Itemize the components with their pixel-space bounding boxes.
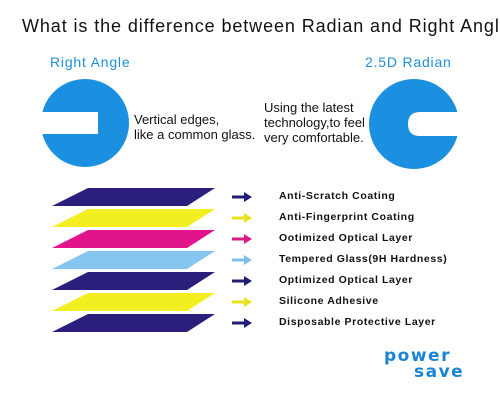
radian-desc-line: Using the latest	[264, 100, 354, 115]
radian-desc: Using the latest technology,to feel very…	[264, 100, 365, 145]
layer-label: Ootimized Optical Layer	[279, 232, 413, 244]
radian-edge-icon	[369, 79, 460, 169]
radian-title: 2.5D Radian	[365, 54, 452, 70]
layer-sheet	[52, 251, 215, 269]
arrow-icon	[232, 213, 252, 223]
radian-desc-line: technology,to feel	[264, 115, 365, 130]
layer-label: Disposable Protective Layer	[279, 316, 436, 328]
layer-sheet	[52, 188, 215, 206]
layer-label: Silicone Adhesive	[279, 295, 379, 307]
arrow-icon	[232, 192, 252, 202]
layer-sheet	[52, 209, 215, 227]
brand-logo-line1: power	[384, 346, 451, 366]
layer-sheet	[52, 293, 215, 311]
radian-desc-line: very comfortable.	[264, 130, 364, 145]
right-angle-desc: Vertical edges, like a common glass.	[134, 112, 255, 142]
right-angle-edge-icon	[40, 79, 129, 167]
arrow-icon	[232, 318, 252, 328]
layer-label: Anti-Scratch Coating	[279, 190, 396, 202]
layer-sheet	[52, 230, 215, 248]
brand-logo: power save	[384, 346, 465, 382]
layer-stack-diagram	[52, 188, 252, 332]
arrow-icon	[232, 297, 252, 307]
arrow-icon	[232, 234, 252, 244]
brand-logo-line2: save	[414, 362, 465, 382]
right-angle-title: Right Angle	[50, 54, 131, 70]
layer-label: Optimized Optical Layer	[279, 274, 413, 286]
layer-sheet	[52, 272, 215, 290]
right-angle-desc-line: like a common glass.	[134, 127, 256, 142]
layer-label: Tempered Glass(9H Hardness)	[279, 253, 448, 265]
headline: What is the difference between Radian an…	[22, 16, 500, 36]
layer-label: Anti-Fingerprint Coating	[279, 211, 415, 223]
right-angle-desc-line: Vertical edges,	[134, 112, 220, 127]
arrow-icon	[232, 255, 252, 265]
arrow-icon	[232, 276, 252, 286]
layer-sheet	[52, 314, 215, 332]
